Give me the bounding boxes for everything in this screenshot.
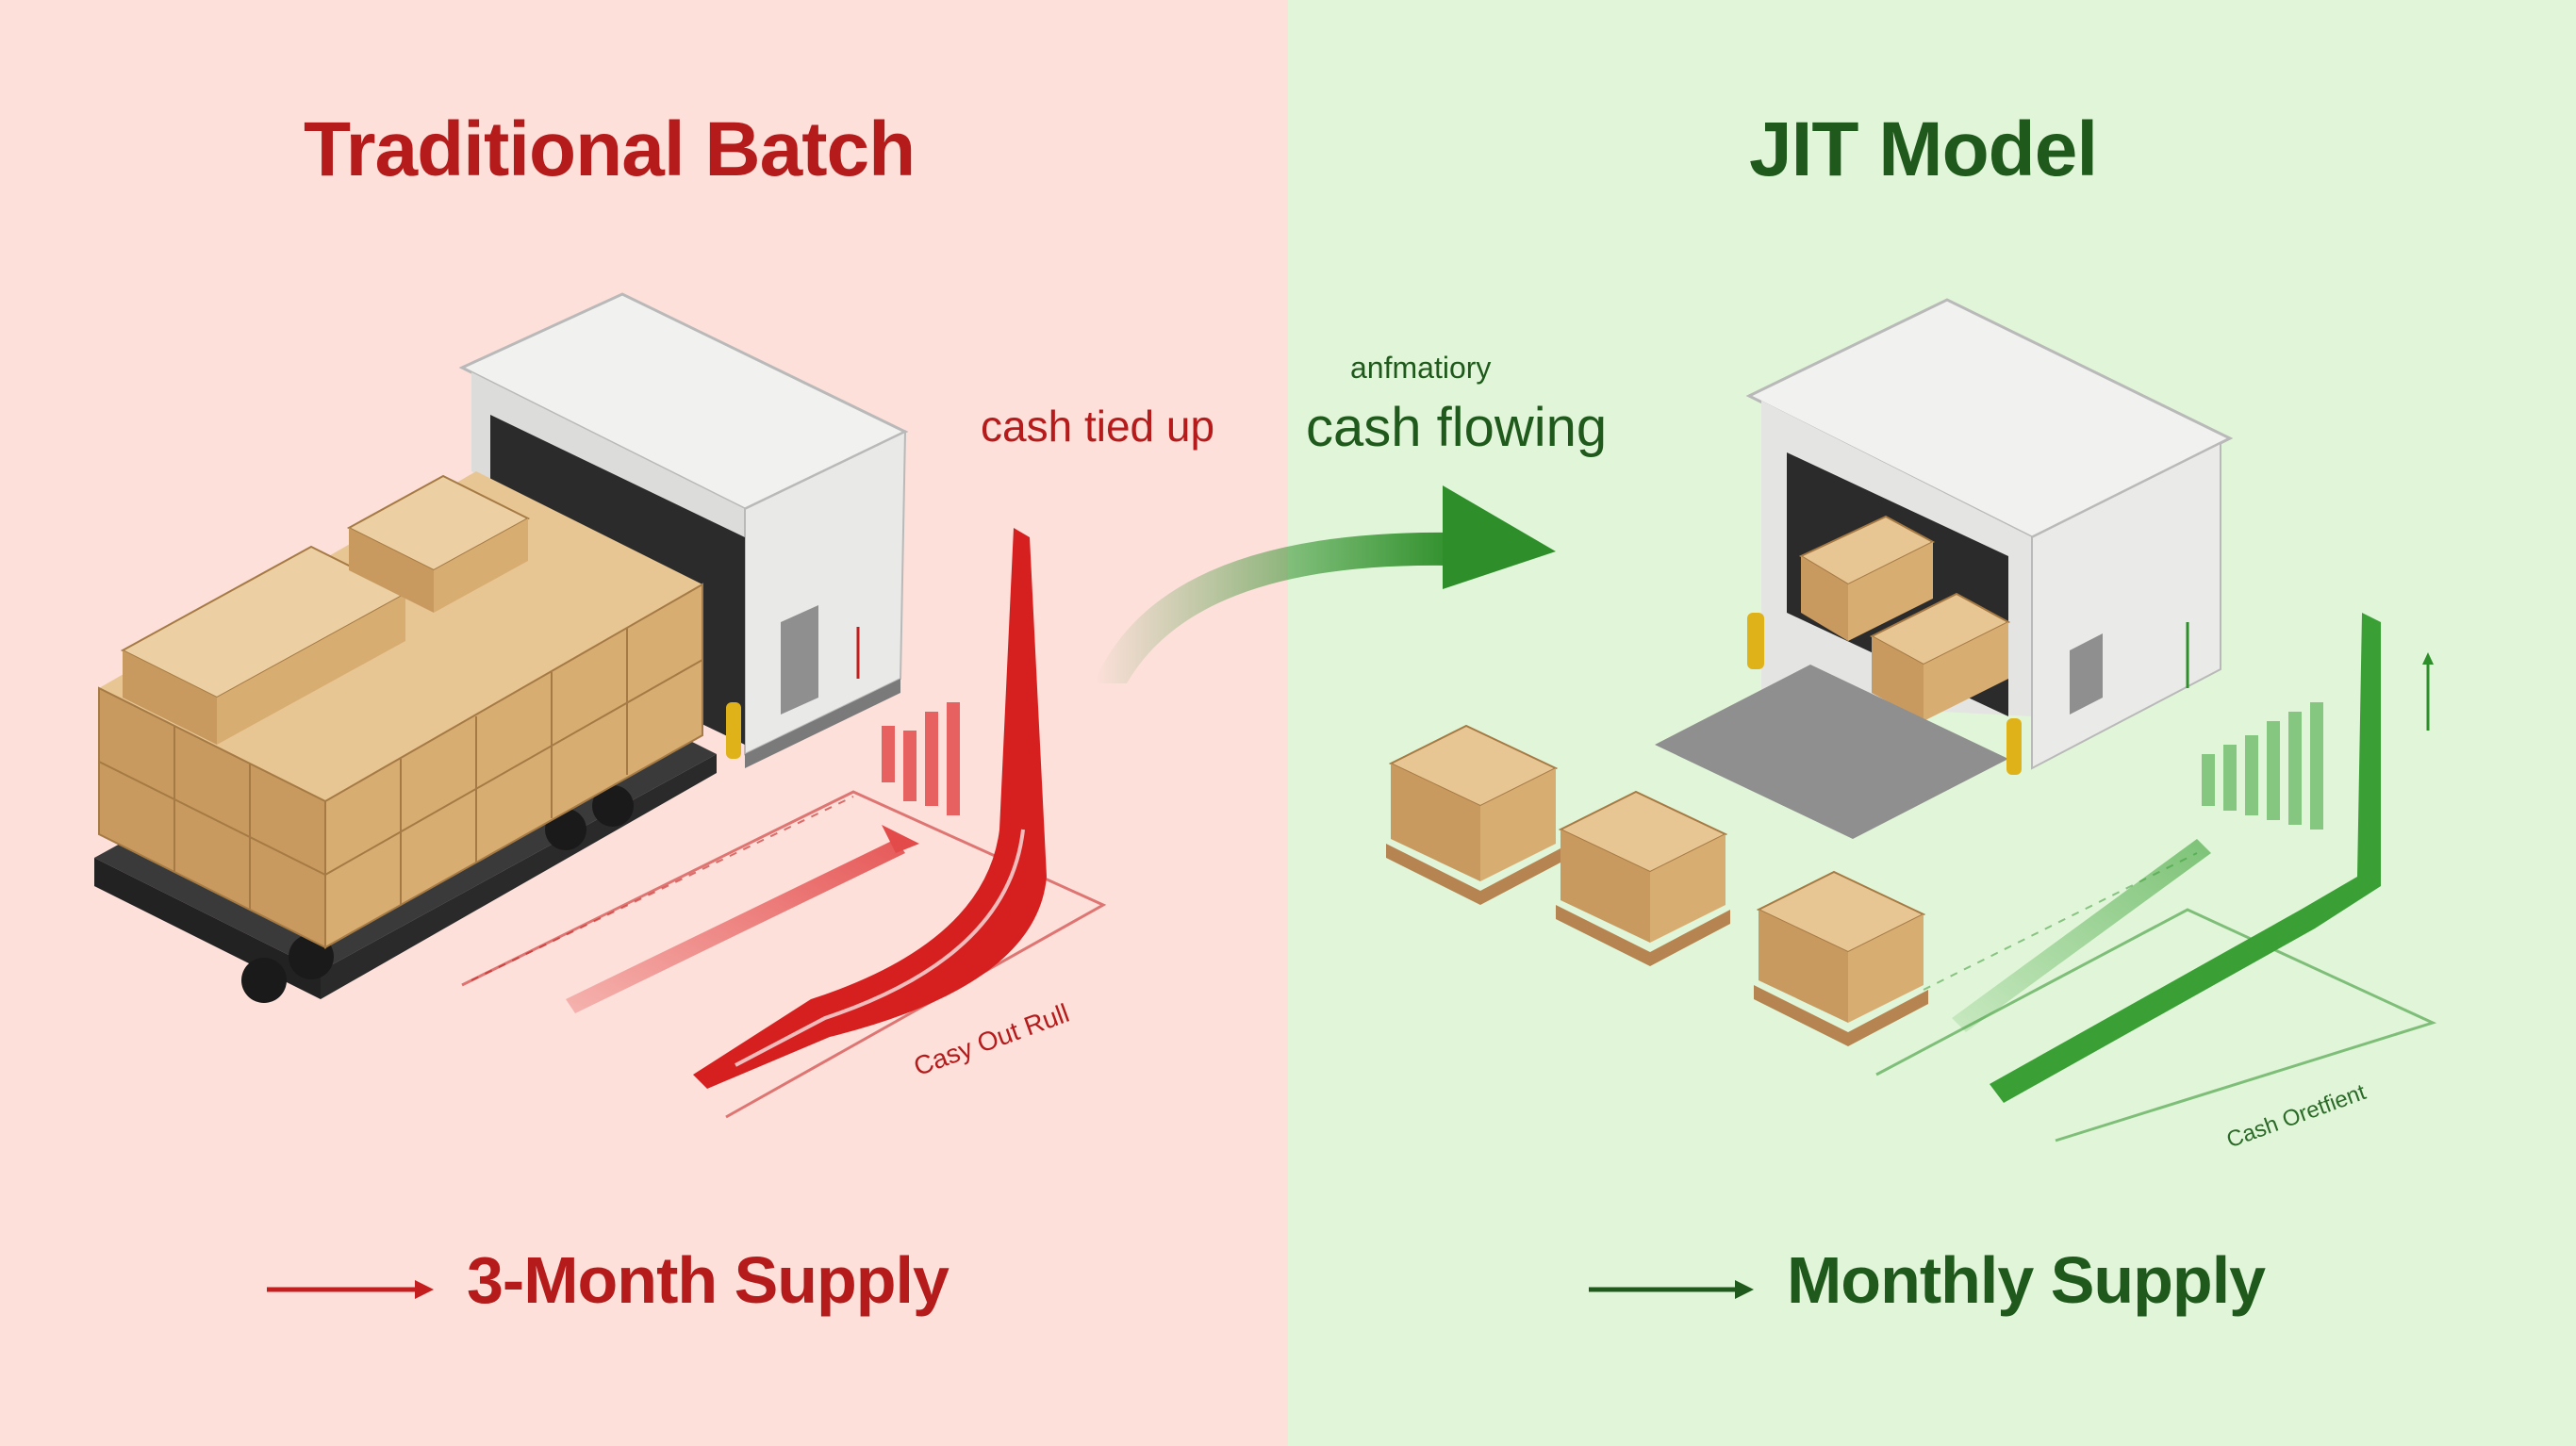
right-title: JIT Model bbox=[1749, 107, 2098, 192]
left-footer-arrow-icon bbox=[267, 1280, 434, 1299]
right-cash-chart bbox=[1875, 613, 2437, 1142]
left-bar-group bbox=[882, 702, 960, 815]
right-footer-arrow-icon bbox=[1589, 1280, 1754, 1299]
cash-tied-up-label: cash tied up bbox=[981, 402, 1215, 451]
right-warehouse-icon bbox=[1655, 298, 2234, 839]
cash-flowing-label: cash flowing bbox=[1306, 397, 1608, 458]
left-footer-label: 3-Month Supply bbox=[467, 1243, 949, 1317]
right-bar-group bbox=[2202, 702, 2323, 830]
right-footer-label: Monthly Supply bbox=[1787, 1243, 2266, 1317]
pallet-icon bbox=[1386, 724, 1928, 1046]
annotation-small-label: anfmatiory bbox=[1350, 351, 1492, 385]
left-cash-chart bbox=[461, 528, 1107, 1119]
left-title: Traditional Batch bbox=[304, 107, 916, 192]
flow-arrow-icon bbox=[1094, 485, 1556, 683]
box-stack bbox=[98, 471, 703, 949]
